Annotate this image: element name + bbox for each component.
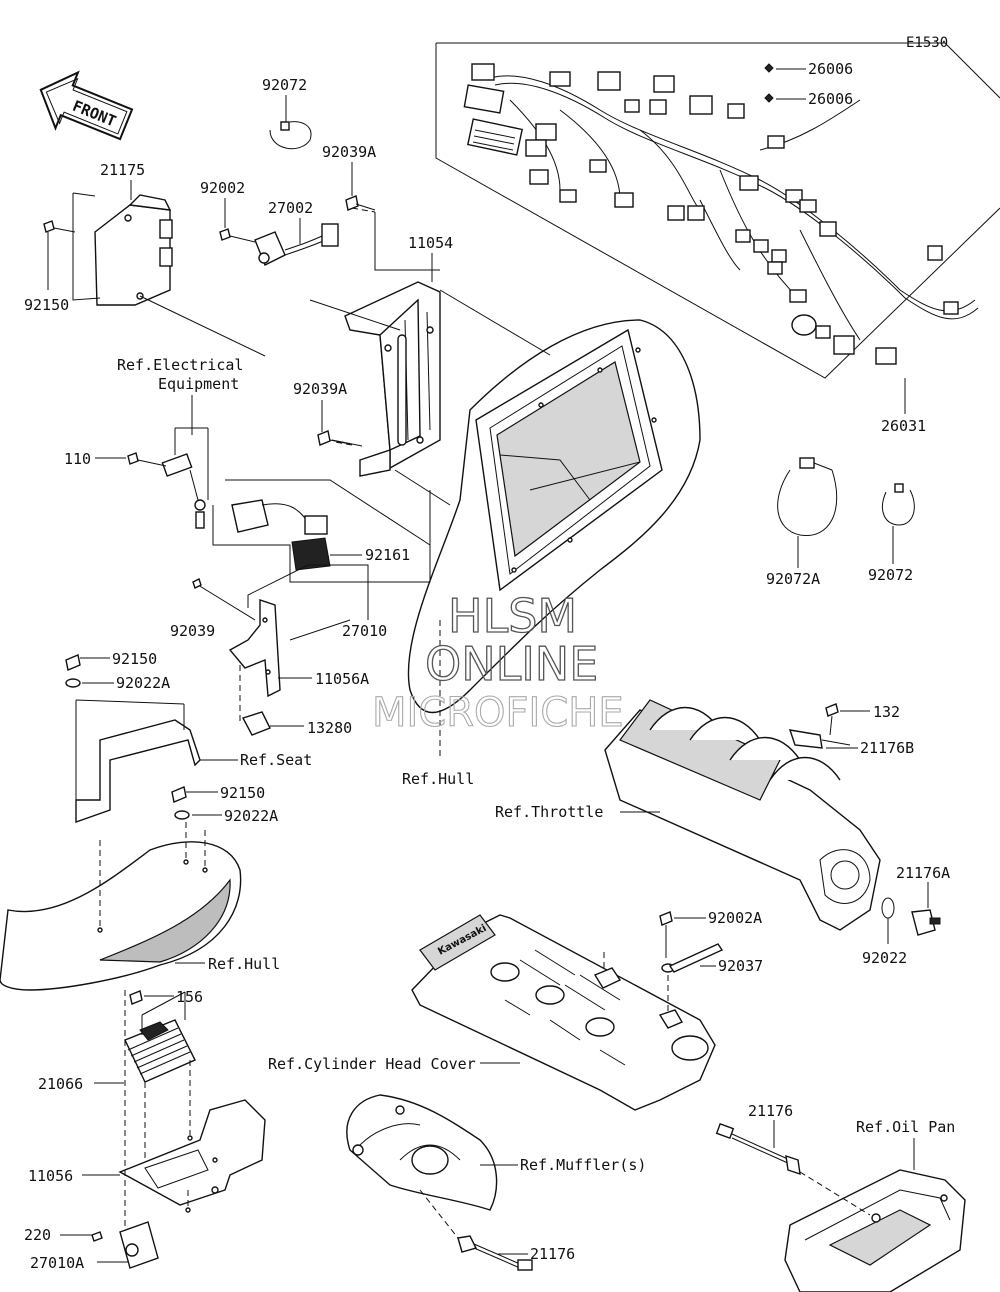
callout-27010A: 27010A [30,1254,84,1272]
callout-21066: 21066 [38,1075,83,1093]
callout-92150-a: 92150 [24,296,69,314]
oil-pan [784,1138,966,1292]
callout-156: 156 [176,988,203,1006]
callout-ref-hull-mid: Ref.Hull [402,770,474,788]
callout-ref-seat: Ref.Seat [240,751,312,769]
watermark-line-3: MICROFICHE [372,690,624,736]
sensor-21176-right [715,1120,871,1216]
bolt-92039A-mid-icon [317,430,351,446]
callout-ref-mufflers: Ref.Muffler(s) [520,1156,646,1174]
callout-92150-b: 92150 [112,650,157,668]
callout-11056: 11056 [28,1167,73,1185]
bolt-92039A-top-icon [345,195,376,211]
main-harness-26031 [435,42,1000,379]
watermark-line-2: ONLINE [425,637,598,691]
callout-92039: 92039 [170,622,215,640]
callout-ref-oil-pan: Ref.Oil Pan [856,1118,955,1136]
callout-ref-hull-low: Ref.Hull [208,955,280,973]
callout-21176-low: 21176 [530,1245,575,1263]
callout-92039A-top: 92039A [322,143,376,161]
callout-11056A: 11056A [315,670,369,688]
clip-92072A-icon [777,457,838,537]
callout-26006-b: 26006 [808,90,853,108]
hull-opening [407,319,701,760]
callout-ref-cylinder-head-cover: Ref.Cylinder Head Cover [268,1055,476,1073]
bracket-11056A [192,564,369,736]
callout-21176-right: 21176 [748,1102,793,1120]
throttle-body [604,699,881,931]
callout-21176B: 21176B [860,739,914,757]
callout-92150-c: 92150 [220,784,265,802]
callout-labels: 26006 26006 26031 92072 92039A 21175 920… [24,60,955,1272]
callout-92161: 92161 [365,546,410,564]
callout-11054: 11054 [408,234,453,252]
clip-92072-top-icon [269,121,312,150]
seat-mount-plate [65,654,238,823]
sensor-21176A [911,882,941,936]
callout-92022A-a: 92022A [116,674,170,692]
callout-92037: 92037 [718,957,763,975]
callout-21175: 21175 [100,161,145,179]
clip-92072-right-icon [882,483,915,526]
callout-ref-electrical-2: Equipment [158,375,239,393]
watermark-line-1: HLSM [448,589,577,643]
ecu-21175 [72,180,266,357]
callout-92022: 92022 [862,949,907,967]
callout-92072-top: 92072 [262,76,307,94]
callout-132: 132 [873,703,900,721]
callout-92002A: 92002A [708,909,762,927]
bolt-92002A-icon [659,911,673,958]
sensor-21176-lower [419,1189,533,1271]
callout-92039A-mid: 92039A [293,380,347,398]
callout-ref-throttle: Ref.Throttle [495,803,603,821]
regulator-21066 [94,990,196,1084]
bracket-11056 [82,1060,266,1213]
screw-132-icon [825,703,839,736]
bracket-11054 [309,207,551,506]
callout-92072A: 92072A [766,570,820,588]
cylinder-head-cover: Kawasaki [411,914,716,1111]
callout-26006-a: 26006 [808,60,853,78]
relay-27002 [219,198,339,266]
ground-strap-92037 [661,943,724,973]
electrical-equipment [95,395,431,583]
callout-13280: 13280 [307,719,352,737]
callout-ref-electrical-1: Ref.Electrical [117,356,243,374]
callout-92022A-b: 92022A [224,807,278,825]
hull-lower-left [0,822,242,991]
callout-110: 110 [64,450,91,468]
callout-26031: 26031 [881,417,926,435]
callout-27002: 27002 [268,199,313,217]
callout-27010: 27010 [342,622,387,640]
callout-220: 220 [24,1226,51,1244]
watermark: HLSM ONLINE MICROFICHE [371,588,624,736]
callout-92002: 92002 [200,179,245,197]
callout-92072-right: 92072 [868,566,913,584]
sensor-27010A [60,1221,159,1269]
callout-21176A: 21176A [896,864,950,882]
muffler [346,1094,518,1211]
bolt-92150-ecu-icon [43,220,76,233]
